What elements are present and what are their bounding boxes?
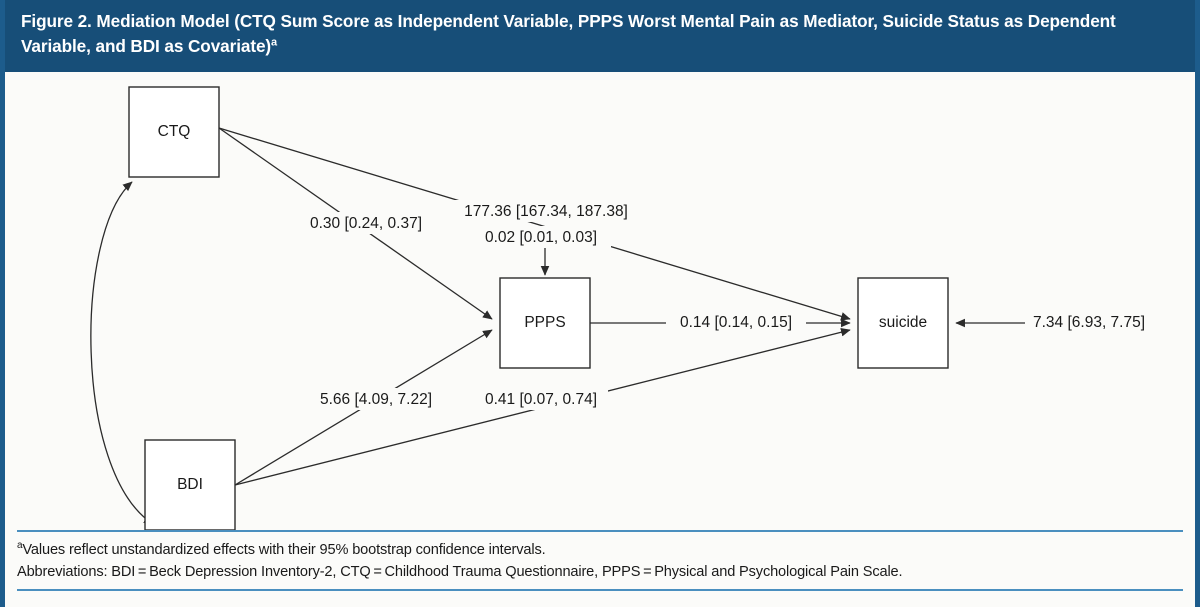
figure-header: Figure 2. Mediation Model (CTQ Sum Score… [5,0,1195,72]
edge-label-ppps-intercept-lower: 0.02 [0.01, 0.03] [485,229,597,246]
node-box-ppps[interactable] [499,277,591,369]
footnote-abbreviations-line: Abbreviations: BDI = Beck Depression Inv… [17,564,903,580]
edge-label-ctq-to-ppps: 0.30 [0.24, 0.37] [310,215,422,232]
edge-label-bdi-to-ppps: 5.66 [4.09, 7.22] [320,391,432,408]
node-box-suicide[interactable] [857,277,949,369]
footnote-rule-top [17,530,1183,532]
figure-title-line-1: Figure 2. Mediation Model (CTQ Sum Score… [21,11,1024,31]
figure-title-footnote-marker: a [271,36,278,49]
mediation-diagram: CTQ BDI PPPS suicide 0.30 [0.24, 0.37] 1… [5,72,1195,530]
edge-label-intercept-to-suicide: 7.34 [6.93, 7.75] [1033,314,1145,331]
figure-title: Figure 2. Mediation Model (CTQ Sum Score… [21,9,1179,59]
edge-label-bdi-to-suicide: 0.41 [0.07, 0.74] [485,391,597,408]
label-plate-ppps-intercept-upper [454,200,639,222]
label-plate-ctq-ppps [300,212,432,234]
node-label-ppps: PPPS [524,314,565,331]
diagram-svg: CTQ BDI PPPS suicide 0.30 [0.24, 0.37] 1… [90,86,1145,530]
label-plate-ppps-suicide [666,312,806,334]
node-box-bdi[interactable] [144,439,236,530]
label-plate-bdi-suicide [474,388,608,410]
footnote-body: aValues reflect unstandardized effects w… [17,532,1183,589]
node-label-suicide: suicide [879,314,927,331]
footnote-values-line: aValues reflect unstandardized effects w… [17,539,1183,561]
edge-ctq-to-suicide [218,127,851,321]
label-plate-bdi-ppps [308,388,444,410]
figure-title-line-2: Dependent Variable, and BDI as Covariate… [21,11,1116,56]
footnote-rule-bottom [17,589,1183,591]
figure-footnotes: aValues reflect unstandardized effects w… [5,530,1195,607]
footnote-marker: a [17,540,23,552]
node-label-ctq: CTQ [158,123,191,140]
node-box-ctq[interactable] [128,86,220,178]
label-plate-ppps-intercept-lower [471,226,611,248]
edge-label-ppps-to-suicide: 0.14 [0.14, 0.15] [680,314,792,331]
edge-ctq-bdi-covariance [90,181,154,525]
edge-label-ppps-intercept-upper: 177.36 [167.34, 187.38] [464,203,628,220]
node-label-bdi: BDI [177,476,203,493]
footnote-values-text: Values reflect unstandardized effects wi… [22,542,546,558]
